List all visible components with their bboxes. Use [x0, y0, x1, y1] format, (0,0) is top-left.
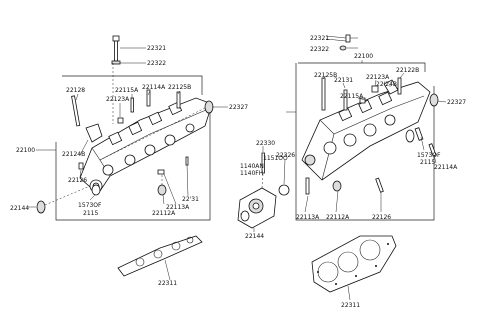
label-22327-right: 22327: [447, 99, 466, 106]
label-22326: 22326: [276, 152, 295, 159]
left-pin-22131: [185, 156, 189, 166]
right-top-bolt: [325, 34, 351, 51]
label-22124b-left: 22124B: [62, 151, 85, 158]
right-cylinder-head: [301, 81, 431, 181]
label-22114a-top: 22114A: [142, 84, 166, 91]
label-22131-left: 22'31: [182, 196, 199, 203]
label-22126-right: 22126: [372, 214, 391, 221]
label-22126-left: 22126: [68, 177, 87, 184]
label-22123a-right: 22123A: [366, 74, 390, 81]
label-22113a-right: 22113A: [296, 214, 320, 221]
left-sensor-1573of: [91, 184, 101, 196]
left-bolt-22115a: [130, 97, 134, 113]
label-22322-right: 22322: [310, 46, 329, 53]
label-22125b-right: 22125B: [314, 72, 337, 79]
label-22114a-right: 22114A: [434, 164, 458, 171]
label-22125b-left: 22125B: [168, 84, 191, 91]
left-stud-22128: [71, 95, 81, 127]
label-22131-right: 22131: [334, 77, 353, 84]
left-plug-22126: [78, 162, 84, 170]
label-22321-right: 22321: [310, 35, 329, 42]
label-22100-left: 22100: [16, 147, 35, 154]
label-1140an: 1140AN: [240, 163, 264, 170]
label-22112a-left: 22112A: [152, 210, 176, 217]
center-bolt-11510: [261, 152, 265, 174]
right-plug-22113a: [305, 177, 310, 195]
left-seal-22327: [204, 100, 214, 114]
right-head-assembly: [286, 34, 447, 301]
left-part-22123a: [117, 117, 124, 124]
left-head-assembly: [28, 35, 228, 281]
label-1573of-left: 1573OF: [78, 202, 102, 209]
right-stud-22125b: [321, 77, 326, 111]
label-22113a-left: 22113A: [166, 204, 190, 211]
label-22115a-left: 22115A: [115, 87, 139, 94]
right-head-gasket: [311, 235, 397, 301]
right-plug-22126: [375, 177, 384, 193]
label-22311-left: 22311: [158, 280, 177, 287]
label-22322-left: 22322: [147, 60, 166, 67]
right-sensor-1573of: [414, 127, 424, 141]
label-22144-left: 22144: [10, 205, 29, 212]
label-22124b-right: 22'24B: [376, 81, 397, 88]
label-1573of-right: 1573OF: [417, 152, 441, 159]
left-top-bolt: [111, 35, 121, 124]
center-oring-22326: [278, 184, 290, 196]
right-plug-22112a: [332, 180, 342, 192]
label-22321-left: 22321: [147, 45, 166, 52]
label-22122b-right: 22122B: [396, 67, 419, 74]
labels: 22321 22322 22128 22115A 22114A 22125B 2…: [10, 35, 466, 309]
label-22123a-left: 22123A: [106, 96, 130, 103]
label-22100-right: 22100: [354, 53, 373, 60]
label-2115-left: 2115: [83, 210, 98, 217]
label-22128: 22128: [66, 87, 85, 94]
label-2115-right: 2115: [420, 159, 435, 166]
left-plug-22113a: [157, 169, 165, 175]
left-head-gasket: [117, 235, 203, 281]
right-stud-22122b: [397, 77, 402, 95]
label-22115a-right: 22115A: [340, 93, 364, 100]
label-22330: 22330: [256, 140, 275, 147]
right-bolt-22131: [343, 89, 348, 111]
label-1140fh: 1140FH: [240, 170, 263, 177]
right-seal-22327: [429, 93, 439, 107]
left-frame: [55, 75, 211, 221]
center-assembly: [237, 146, 290, 232]
left-seal-22144: [36, 200, 46, 214]
left-bracket-22124b: [85, 123, 103, 143]
label-22311-right: 22311: [341, 302, 360, 309]
left-bolt-22125b: [176, 91, 181, 109]
label-1151oo: 1151OO: [263, 155, 288, 162]
right-pin-22114a: [428, 143, 437, 157]
label-22327-left: 22327: [229, 104, 248, 111]
left-bolt-22114a: [146, 89, 151, 107]
left-plug-22112a: [157, 184, 167, 196]
left-cylinder-head: [79, 97, 213, 195]
right-bolt-22115a: [359, 97, 366, 104]
label-22144-center: 22144: [245, 233, 264, 240]
label-22112a-right: 22112A: [326, 214, 350, 221]
